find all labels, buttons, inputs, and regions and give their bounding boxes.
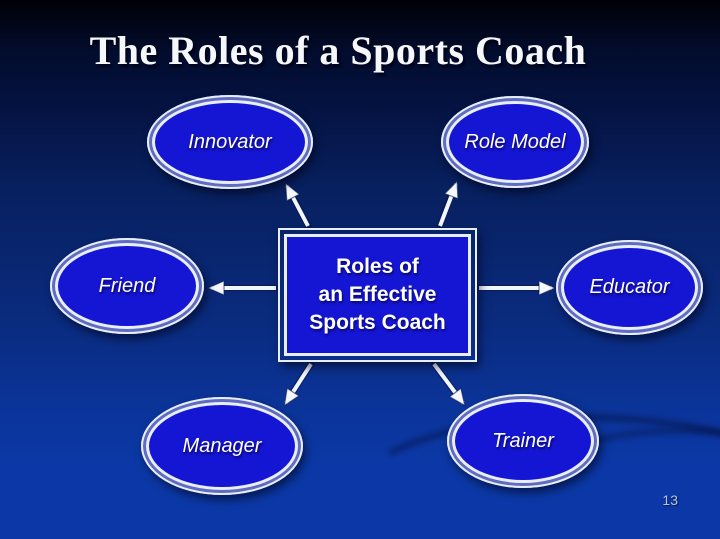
node-ellipse-trainer: Trainer <box>447 394 599 488</box>
center-box: Roles of an Effective Sports Coach <box>278 228 477 362</box>
arrow-center-to-innovator <box>284 182 312 230</box>
node-label-innovator: Innovator <box>188 130 272 153</box>
arrow-center-to-manager <box>283 360 315 407</box>
node-ellipse-educator: Educator <box>556 240 703 335</box>
node-label-role-model: Role Model <box>464 130 566 153</box>
center-box-line1: Roles of <box>336 255 419 279</box>
center-box-line3: Sports Coach <box>309 310 446 334</box>
center-box-inner: Roles of an Effective Sports Coach <box>284 234 471 356</box>
arrow-center-to-trainer <box>430 360 466 407</box>
node-label-manager: Manager <box>182 434 262 457</box>
slide-title: The Roles of a Sports Coach <box>89 28 587 73</box>
node-ellipse-role-model: Role Model <box>441 96 589 188</box>
node-ellipse-manager: Manager <box>141 397 303 495</box>
node-label-educator: Educator <box>589 276 670 298</box>
node-label-friend: Friend <box>98 274 156 297</box>
center-box-line2: an Effective <box>318 283 437 307</box>
node-ellipse-innovator: Innovator <box>147 95 313 189</box>
page-number: 13 <box>662 492 678 508</box>
node-label-trainer: Trainer <box>492 429 554 452</box>
arrow-center-to-role-model <box>436 179 459 230</box>
node-ellipse-friend: Friend <box>50 238 204 334</box>
